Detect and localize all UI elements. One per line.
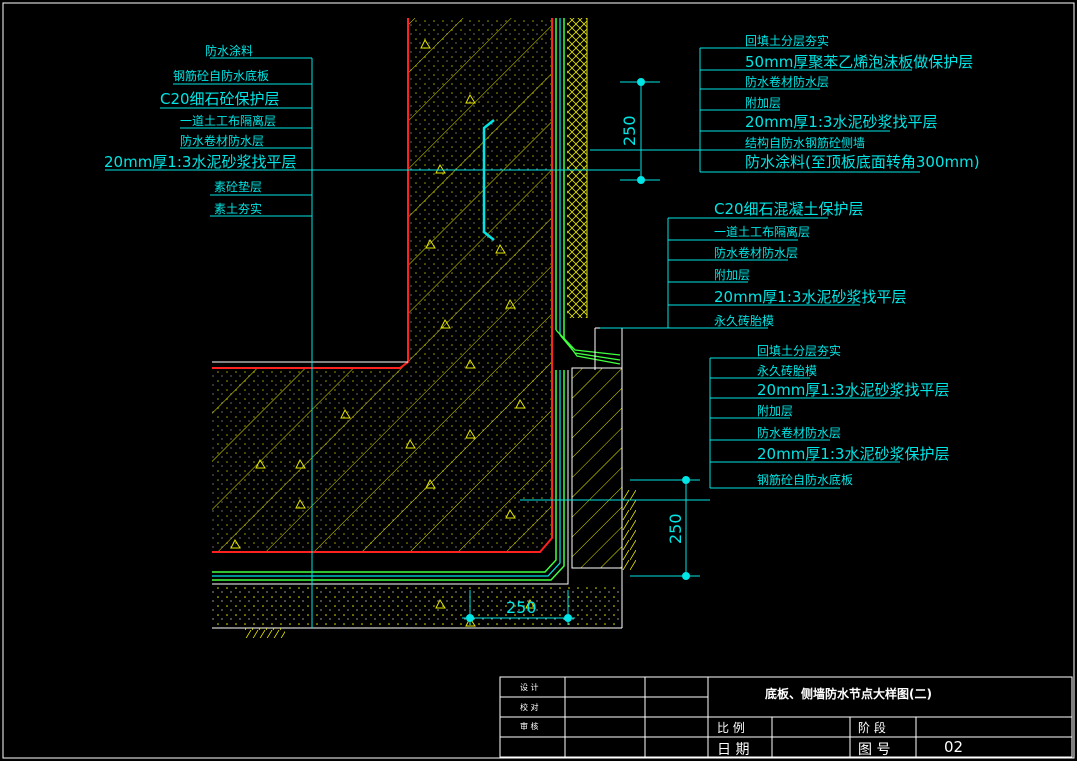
label-plain-concrete: 素砼垫层 xyxy=(214,180,263,194)
dimension-lines xyxy=(462,78,700,625)
label-compacted-soil: 素土夯实 xyxy=(214,202,263,216)
brick-mould xyxy=(571,367,623,569)
label-tr-eps-board: 50mm厚聚苯乙烯泡沫板做保护层 xyxy=(745,53,974,71)
label-br-brick-mould: 永久砖胎模 xyxy=(757,364,818,378)
top-right-leaders xyxy=(590,47,920,173)
title-design-label: 设 计 xyxy=(520,683,539,692)
label-tr-leveling: 20mm厚1:3水泥砂浆找平层 xyxy=(745,113,938,131)
dimension-top-250: 250 xyxy=(620,115,639,146)
concrete-wall-dots xyxy=(212,18,552,552)
title-review-label: 审 核 xyxy=(520,722,539,731)
label-waterproof-coating: 防水涂料 xyxy=(205,44,254,58)
aggregate-marks xyxy=(230,38,536,627)
dimension-horizontal-250: 250 xyxy=(506,598,537,617)
title-block-frame xyxy=(499,676,1073,758)
label-mr-leveling: 20mm厚1:3水泥砂浆找平层 xyxy=(714,288,907,306)
label-mr-additional: 附加层 xyxy=(714,268,751,282)
label-br-additional: 附加层 xyxy=(757,404,794,418)
label-mr-brick-mould: 永久砖胎模 xyxy=(714,314,775,328)
label-membrane: 防水卷材防水层 xyxy=(180,134,265,148)
label-mortar-leveling: 20mm厚1:3水泥砂浆找平层 xyxy=(104,153,297,171)
label-br-protection: 20mm厚1:3水泥砂浆保护层 xyxy=(757,445,950,463)
label-mr-c20: C20细石混凝土保护层 xyxy=(714,200,864,218)
label-c20-protection: C20细石砼保护层 xyxy=(160,90,280,108)
left-leaders xyxy=(105,57,640,628)
label-mr-geotextile: 一道土工布隔离层 xyxy=(714,225,811,239)
bottom-right-leaders xyxy=(520,357,900,501)
title-date-label: 日 期 xyxy=(717,742,750,758)
label-br-leveling: 20mm厚1:3水泥砂浆找平层 xyxy=(757,381,950,399)
label-tr-backfill: 回填土分层夯实 xyxy=(745,34,830,48)
label-br-slab: 钢筋砼自防水底板 xyxy=(757,473,854,487)
corner-transition xyxy=(555,329,621,365)
label-self-waterproof-slab: 钢筋砼自防水底板 xyxy=(173,69,270,83)
label-tr-coating: 防水涂料(至顶板底面转角300mm) xyxy=(745,153,980,171)
dimension-bottom-250: 250 xyxy=(666,513,685,544)
wall-waterproof-layers xyxy=(555,18,588,338)
title-check-label: 校 对 xyxy=(520,703,539,712)
label-br-membrane: 防水卷材防水层 xyxy=(757,426,842,440)
waterproof-coating-inner xyxy=(212,18,409,369)
mid-right-leaders xyxy=(600,217,860,329)
title-drawing-no: 02 xyxy=(944,738,964,756)
label-br-backfill: 回填土分层夯实 xyxy=(757,344,842,358)
label-mr-membrane: 防水卷材防水层 xyxy=(714,246,799,260)
compacted-soil xyxy=(245,628,285,638)
waterproof-coating-outer xyxy=(212,18,553,553)
title-scale-label: 比 例 xyxy=(717,721,745,735)
backfill-soil-right xyxy=(622,490,636,570)
concrete-bedding xyxy=(212,584,622,628)
drawing-title: 底板、侧墙防水节点大样图(二) xyxy=(765,687,932,701)
rebar-bracket xyxy=(482,119,495,241)
title-stage-label: 阶 段 xyxy=(858,721,886,735)
label-tr-membrane: 防水卷材防水层 xyxy=(745,75,830,89)
label-tr-additional: 附加层 xyxy=(745,96,782,110)
label-tr-wall: 结构自防水钢筋砼侧墙 xyxy=(745,136,866,150)
label-geotextile: 一道土工布隔离层 xyxy=(180,114,277,128)
title-drawing-no-label: 图 号 xyxy=(858,742,891,758)
